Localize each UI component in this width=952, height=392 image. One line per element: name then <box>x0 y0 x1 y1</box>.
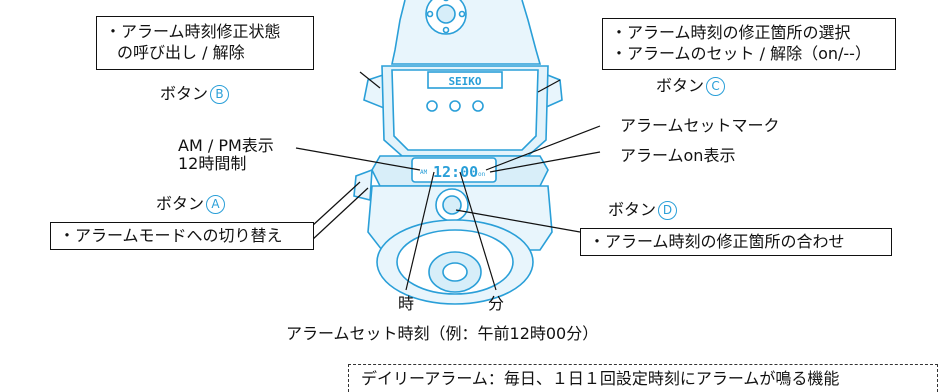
callout-alarm-adjust: ・アラーム時刻の修正箇所の合わせ <box>580 228 892 256</box>
leader-d <box>455 209 581 233</box>
leader-c <box>537 79 561 93</box>
lcd-on-mark: on <box>478 171 486 178</box>
button-c-letter: C <box>706 77 726 96</box>
ampm-label-line1: AM / PM表示 <box>178 136 274 155</box>
leader-a-2 <box>311 187 369 241</box>
face-dot-1 <box>426 100 438 112</box>
leader-alarm-mark <box>485 125 601 171</box>
button-a-text: ボタン <box>156 194 205 213</box>
leader-a-1 <box>311 181 361 227</box>
ampm-label-line2: 12時間制 <box>178 154 247 173</box>
callout-alarm-mode: ・アラームモードへの切り替え <box>50 222 314 250</box>
callout-alarm-edit-toggle-line2: の呼び出し / 解除 <box>117 43 245 62</box>
lcd-am: AM <box>420 169 428 176</box>
face-dot-3 <box>472 100 484 112</box>
button-a-shape <box>353 168 373 202</box>
alarm-time-caption: アラームセット時刻（例：午前12時00分） <box>286 324 599 343</box>
face-dot-2 <box>449 100 461 112</box>
callout-alarm-select-line1: ・アラーム時刻の修正箇所の選択 <box>611 23 851 42</box>
callout-alarm-select: ・アラーム時刻の修正箇所の選択 ・アラームのセット / 解除（on/--） <box>602 18 896 70</box>
callout-alarm-edit-toggle: ・アラーム時刻修正状態 の呼び出し / 解除 <box>96 16 314 70</box>
hour-label: 時 <box>398 294 415 313</box>
leader-alarm-on <box>489 151 601 173</box>
leader-ampm <box>295 147 421 171</box>
ampm-label: AM / PM表示 12時間制 <box>178 136 274 172</box>
callout-alarm-edit-toggle-line1: ・アラーム時刻修正状態 <box>105 22 281 41</box>
leader-minute <box>459 171 497 291</box>
button-c-text: ボタン <box>656 76 705 95</box>
leader-hour <box>405 171 435 291</box>
button-d-letter: D <box>658 201 678 220</box>
button-b-letter: B <box>210 85 230 104</box>
lcd-time: 12:00 <box>433 163 478 181</box>
leader-b <box>359 71 381 89</box>
button-d-text: ボタン <box>608 200 657 219</box>
brand-text: SEIKO <box>448 75 481 88</box>
button-b-text: ボタン <box>160 84 209 103</box>
alarm-set-mark-label: アラームセットマーク <box>620 116 780 135</box>
alarm-on-label: アラームon表示 <box>620 146 736 165</box>
daily-alarm-box: デイリーアラーム：毎日、１日１回設定時刻にアラームが鳴る機能 <box>348 364 938 392</box>
callout-alarm-select-line2: ・アラームのセット / 解除（on/--） <box>611 44 871 63</box>
minute-label: 分 <box>488 294 505 313</box>
daily-alarm-text: デイリーアラーム：毎日、１日１回設定時刻にアラームが鳴る機能 <box>361 369 840 388</box>
brand-plate <box>427 71 503 89</box>
button-a-letter: A <box>206 195 226 214</box>
